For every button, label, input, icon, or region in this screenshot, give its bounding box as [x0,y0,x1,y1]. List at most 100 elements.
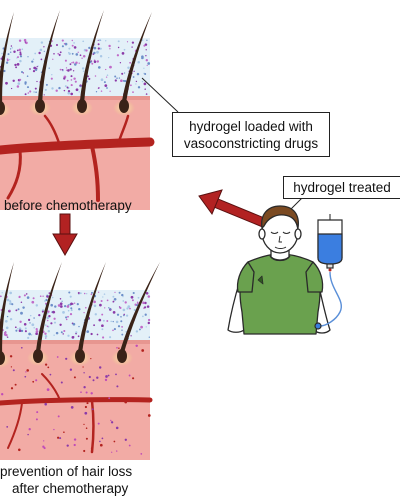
drug-dot [65,69,68,71]
drug-dot [19,78,22,81]
drug-dot [50,322,53,325]
drug-dot [48,314,51,318]
drug-dot [109,65,112,69]
drug-dot [32,297,35,300]
drug-dot [67,309,70,312]
drug-dot [101,324,104,328]
drug-dot [111,451,113,453]
drug-dot [9,317,13,321]
drug-dot [18,48,22,52]
drug-dot [49,373,52,376]
hair-follicles-top [0,10,152,118]
drug-dot [15,66,18,69]
drug-dot [17,308,20,311]
drug-dot [146,64,148,67]
hair-shaft [35,262,62,352]
drug-dot [97,422,100,425]
drug-dot [21,48,24,51]
drug-dot [19,55,23,58]
drug-dot [112,320,114,323]
drug-dot [23,38,27,42]
drug-dot [43,94,45,96]
drug-dot [67,69,70,72]
drug-dot [117,325,121,328]
drug-dot [128,444,131,447]
drug-dot [106,74,109,77]
drug-dot [75,331,78,334]
drug-dot [35,418,38,421]
blood-vessel-bottom [0,373,153,454]
drug-dot [26,296,30,299]
drug-dot [142,315,144,318]
drug-dot [78,91,80,93]
drug-dot [145,49,147,51]
drug-dot [53,428,55,431]
drug-dot [136,72,140,76]
drug-dot [137,86,141,89]
hair-shaft [79,10,104,102]
drug-dot [99,47,102,50]
drug-dot [147,295,151,298]
drug-dot [72,322,76,326]
drug-dot [46,316,50,320]
drug-dot [60,381,63,384]
drug-dot [20,70,24,74]
drug-dot [17,82,21,85]
drug-dot [100,90,103,92]
drug-dot [61,300,63,302]
drug-dot [147,414,151,417]
hair-bulb [0,101,5,115]
drug-dot [114,75,117,78]
drug-dot [53,317,56,320]
drug-dot [69,63,72,66]
drug-dot [83,311,85,314]
hair-shaft [0,12,14,104]
drug-dot [33,317,35,319]
drug-dot [66,79,69,82]
drug-dot [70,75,73,78]
drug-dot [102,336,105,339]
drug-dot [19,59,22,63]
drug-dot [78,325,80,328]
drug-dot [48,67,50,69]
drug-dot [34,52,37,55]
drug-dot [97,47,100,50]
drug-dot [1,393,4,396]
drug-dot [9,51,12,53]
hair-shaft [119,262,160,352]
hair-bulb [0,351,5,365]
drug-dot [145,55,147,57]
drug-dot [131,41,135,44]
drug-dot [112,301,114,303]
drug-dot [22,72,24,74]
drug-dot [135,344,138,348]
drug-dot [70,84,73,87]
drug-dot [135,330,139,333]
drug-dot [137,296,140,299]
drug-dot [39,295,42,298]
drug-dot [128,374,131,377]
diagonal-arrow-icon [198,189,274,231]
drug-dot [50,303,53,307]
drug-dot [99,303,102,307]
drug-dot [9,355,13,358]
drug-dot [38,313,41,317]
hair-shaft [0,262,14,354]
drug-dot [75,53,79,56]
drug-dot [124,79,127,83]
drug-dot [63,431,65,433]
drug-dot [22,306,25,309]
drug-dot [6,315,9,318]
drug-dot [64,59,67,62]
drug-dot [60,331,63,334]
hair-bulb [33,349,43,363]
drug-dot [35,379,38,382]
drug-dot [147,62,151,65]
before-chemotherapy-label: before chemotherapy [4,198,132,213]
drug-dot [17,56,19,59]
drug-dot [143,67,145,69]
drug-dot [33,66,37,70]
drug-dot [14,63,17,67]
drug-dot [65,357,68,360]
drug-dot [26,369,29,372]
